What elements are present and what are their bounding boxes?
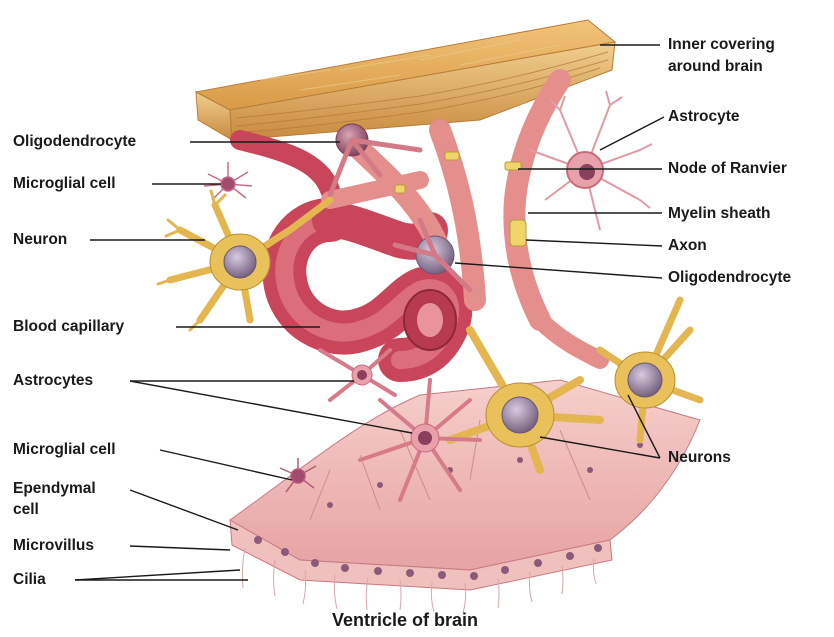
ependymal-layer	[230, 380, 700, 613]
label-node-of-ranvier: Node of Ranvier	[668, 160, 787, 178]
label-blood-capillary: Blood capillary	[13, 318, 124, 336]
label-neuron: Neuron	[13, 231, 67, 249]
label-astrocyte: Astrocyte	[668, 108, 740, 126]
caption-ventricle-of-brain: Ventricle of brain	[332, 611, 478, 629]
label-cilia: Cilia	[13, 571, 46, 589]
label-inner-covering-line2: around brain	[668, 58, 763, 76]
label-microglial-cell-bottom: Microglial cell	[13, 441, 116, 459]
label-oligodendrocyte-right: Oligodendrocyte	[668, 269, 791, 287]
label-neurons: Neurons	[668, 449, 731, 467]
label-myelin-sheath: Myelin sheath	[668, 205, 771, 223]
label-astrocytes: Astrocytes	[13, 372, 93, 390]
label-oligodendrocyte-left: Oligodendrocyte	[13, 133, 136, 151]
label-microglial-cell-top: Microglial cell	[13, 175, 116, 193]
label-inner-covering-line1: Inner covering	[668, 36, 775, 54]
label-ependymal-cell-line1: Ependymal	[13, 480, 96, 498]
label-axon: Axon	[668, 237, 707, 255]
label-ependymal-cell-line2: cell	[13, 501, 39, 519]
label-microvillus: Microvillus	[13, 537, 94, 555]
